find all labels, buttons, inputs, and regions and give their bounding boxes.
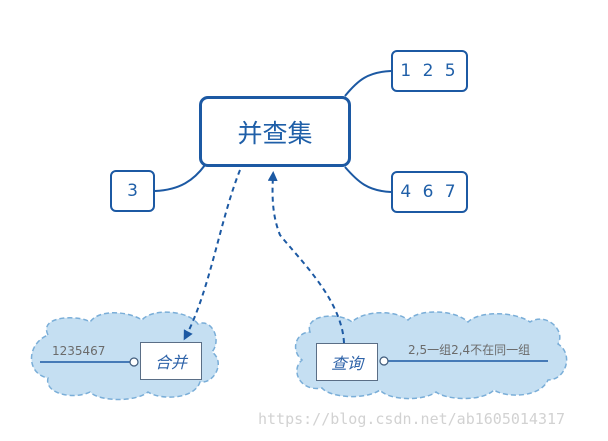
watermark: https://blog.csdn.net/ab1605014317 [258,410,566,428]
merge-arrow [183,169,241,341]
leaf-top-right[interactable]: 1 2 5 [391,50,468,92]
leaf-bottom-right[interactable]: 4 6 7 [391,171,468,213]
connector-bottom-right [344,166,392,193]
query-note-knob [379,356,389,366]
connector-left [154,164,206,192]
merge-box[interactable]: 合并 [140,342,202,380]
query-box[interactable]: 查询 [316,343,378,381]
query-arrow [267,171,345,344]
leaf-left[interactable]: 3 [110,170,155,212]
central-topic[interactable]: 并查集 [199,96,351,167]
merge-note: 1235467 [52,344,106,358]
connector-top-right [344,70,392,97]
merge-note-knob [129,357,139,367]
query-note: 2,5一组2,4不在同一组 [408,343,531,357]
